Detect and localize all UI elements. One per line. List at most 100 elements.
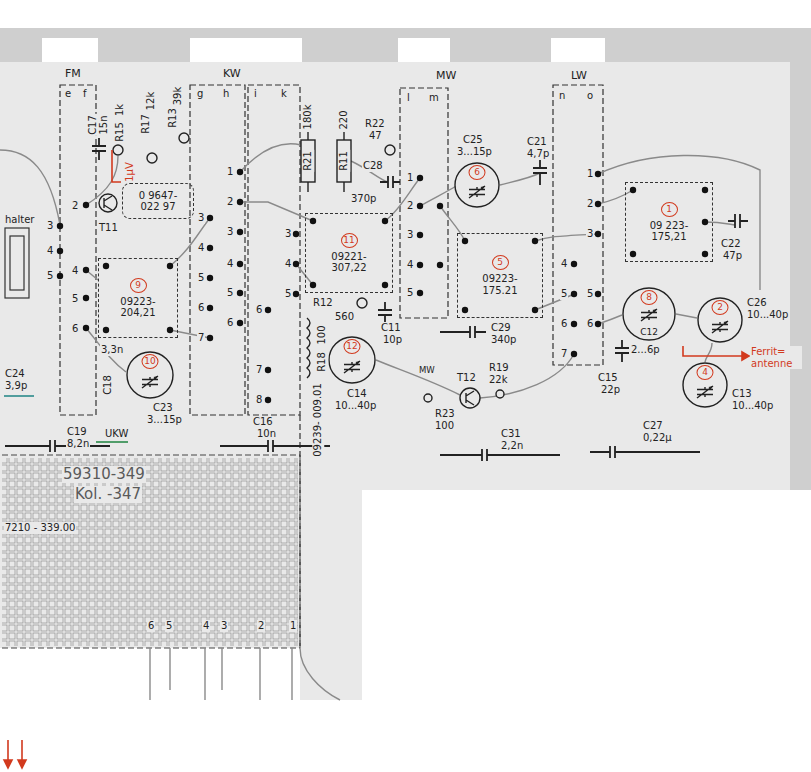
component-label: 3...15p: [146, 414, 183, 426]
pin-number: 3: [406, 229, 414, 241]
solder-pad: [237, 169, 243, 175]
variable-capacitor-symbol: [709, 386, 714, 389]
component-label: 2...6p: [630, 344, 661, 356]
capacitor-symbol: [615, 340, 629, 362]
module-box: 109 223- 175,21: [625, 182, 713, 262]
part-label: 09221- 307,22: [321, 251, 377, 274]
pin-number: 2: [71, 200, 79, 212]
trimmer-outline: [455, 163, 499, 207]
callout-number: 9: [130, 278, 147, 293]
solder-pad: [103, 327, 109, 333]
capacitor-symbol: [728, 214, 748, 228]
variable-capacitor-symbol: [344, 361, 360, 373]
variable-capacitor-symbol: [356, 361, 361, 364]
component-label: 10...40p: [731, 400, 774, 412]
solder-pad: [83, 267, 89, 273]
test-point-ring: [113, 133, 504, 402]
module-box: 909223- 204,21: [98, 258, 178, 338]
pin-number: 7: [197, 332, 205, 344]
solder-pad: [595, 321, 601, 327]
callout-number: 11: [341, 233, 358, 248]
copper-trace: [351, 161, 388, 182]
copper-trace: [598, 190, 633, 204]
trimmer-capacitor: 10: [126, 351, 174, 399]
capacitor-symbol: [5, 440, 110, 452]
pin-number: 1: [586, 168, 594, 180]
solder-pad: [630, 251, 636, 257]
component-label: UKW: [104, 428, 129, 440]
pin-number: 5: [284, 288, 292, 300]
solder-pad: [382, 218, 388, 224]
transistor-symbol: [466, 391, 474, 405]
trimmer-capacitor: 4: [682, 362, 728, 408]
pin-number: 2: [257, 620, 265, 632]
component-label: 2,2n: [500, 440, 524, 452]
solder-pad: [532, 307, 538, 313]
component-label: T12: [456, 372, 477, 384]
component-label: R13: [167, 107, 179, 129]
board-ground: [2, 455, 300, 648]
callout-number: 10: [142, 354, 159, 369]
red-arrow: [742, 352, 749, 360]
solder-pad: [293, 231, 299, 237]
solder-pad: [57, 169, 708, 403]
pin-number: 5: [586, 288, 594, 300]
solder-pad: [265, 367, 271, 373]
resistor-symbol: [301, 140, 315, 182]
pin-number: 6: [255, 304, 263, 316]
component-label: C13: [731, 388, 753, 400]
pin-number: 5: [560, 288, 568, 300]
solder-pad: [462, 307, 468, 313]
component-label: R15: [114, 121, 126, 143]
component-label: 560: [334, 311, 355, 323]
solder-pad: [83, 325, 89, 331]
component-label: 3...15p: [456, 146, 493, 158]
callout-number: 2: [712, 300, 729, 315]
solder-pad: [237, 320, 243, 326]
solder-pad: [571, 351, 577, 357]
board-ground: [2, 458, 298, 646]
pin-number: 3: [284, 228, 292, 240]
solder-pad: [293, 261, 299, 267]
component-label: f: [82, 88, 88, 100]
solder-pad: [293, 291, 299, 297]
pin-number: 5: [406, 287, 414, 299]
copper-trace: [676, 314, 697, 318]
solder-pad: [83, 202, 89, 208]
component-label: Ferrit= antenne: [750, 346, 802, 369]
component-label: R19: [488, 362, 510, 374]
test-point-ring: [424, 394, 432, 402]
component-label: LW: [570, 70, 588, 83]
component-label: 220: [338, 109, 350, 130]
band-outline: [553, 85, 603, 365]
pin-number: 3: [197, 212, 205, 224]
component-label: 8,2n: [66, 438, 90, 450]
component-label: o: [586, 90, 594, 102]
pin-number: 6: [147, 620, 155, 632]
pin-number: 6: [560, 318, 568, 330]
trimmer-capacitor: 2: [697, 297, 743, 343]
component-label: C22: [720, 238, 742, 250]
solder-pad: [571, 321, 577, 327]
solder-pad: [207, 245, 213, 251]
copper-trace: [480, 354, 574, 398]
transistor-symbol: [460, 388, 480, 408]
coil-can: 0 9647- 022 97: [122, 183, 194, 219]
pin-number: 7: [560, 348, 568, 360]
marker-line: [96, 441, 128, 443]
component-label: 1k: [114, 103, 126, 117]
solder-pad: [702, 219, 708, 225]
board-ground: [42, 38, 98, 62]
component-label: n: [558, 90, 566, 102]
board-ground: [0, 28, 811, 62]
component-label: 0,22µ: [642, 432, 673, 444]
trimmer-capacitor: 6: [454, 162, 500, 208]
solder-pad: [167, 327, 173, 333]
test-point-ring: [179, 133, 189, 143]
solder-pad: [417, 175, 423, 181]
component-label: C27: [642, 420, 664, 432]
pin-number: 4: [406, 259, 414, 271]
component-label: 59310-349: [62, 466, 146, 483]
resistor-symbol: [337, 140, 351, 182]
callout-number: 12: [344, 339, 361, 354]
